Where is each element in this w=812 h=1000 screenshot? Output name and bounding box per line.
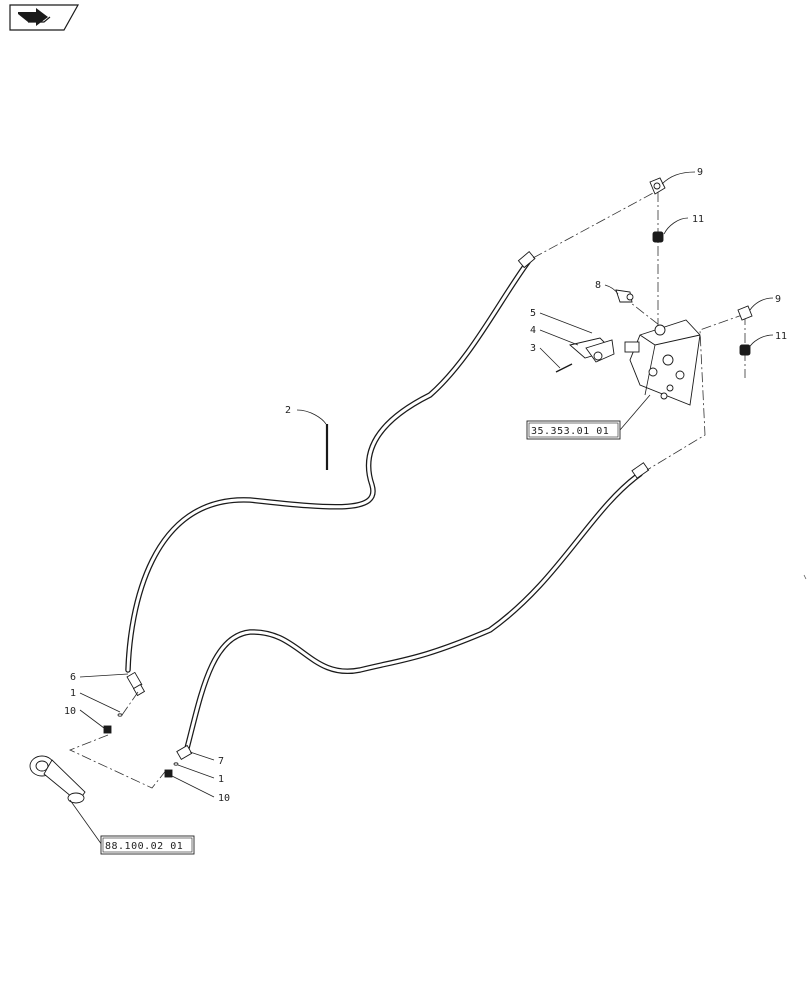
hose-6-fitting-bottom — [126, 671, 146, 697]
fitting-10-right — [164, 769, 173, 778]
callout-11-right: 11 — [775, 331, 787, 342]
callout-5: 5 — [530, 308, 536, 319]
hose-7 — [183, 471, 643, 755]
centerlines — [68, 191, 746, 789]
plug-11-top — [652, 231, 664, 243]
hose-6 — [125, 259, 531, 673]
callout-6: 6 — [70, 672, 76, 683]
callout-8: 8 — [595, 280, 601, 291]
callout-7: 7 — [218, 756, 224, 767]
oring-1-right — [173, 762, 179, 766]
leader-lines — [69, 171, 774, 846]
edge-mark — [803, 574, 807, 580]
callout-4: 4 — [530, 325, 536, 336]
elbow-fitting-9-top — [649, 177, 666, 195]
hose-7-fitting-top — [631, 462, 650, 479]
plug-11-right — [739, 344, 751, 356]
fitting-10-left — [103, 725, 112, 734]
callout-9-top: 9 — [697, 167, 703, 178]
callout-10-left: 10 — [64, 706, 76, 717]
solenoid-group-3-4-5 — [555, 337, 615, 373]
hose-7-fitting-bottom — [176, 744, 193, 760]
callout-9-right: 9 — [775, 294, 781, 305]
hose-6-fitting-top — [517, 251, 536, 269]
callout-10-right: 10 — [218, 793, 230, 804]
elbow-fitting-8 — [615, 289, 634, 303]
callout-2: 2 — [285, 405, 291, 416]
reference-box-cylinder[interactable]: 88.100.02 01 — [100, 835, 195, 855]
callout-3: 3 — [530, 343, 536, 354]
callout-1-left: 1 — [70, 688, 76, 699]
oring-1-left — [117, 713, 123, 717]
back-arrow-icon[interactable] — [9, 4, 80, 31]
elbow-fitting-9-right — [737, 305, 753, 321]
valve-block — [624, 319, 701, 406]
callout-11-top: 11 — [692, 214, 704, 225]
callout-1-right: 1 — [218, 774, 224, 785]
reference-cylinder-label: 88.100.02 01 — [105, 841, 183, 852]
cylinder — [29, 755, 86, 804]
reference-box-valve[interactable]: 35.353.01 01 — [526, 420, 621, 440]
reference-valve-label: 35.353.01 01 — [531, 426, 609, 437]
